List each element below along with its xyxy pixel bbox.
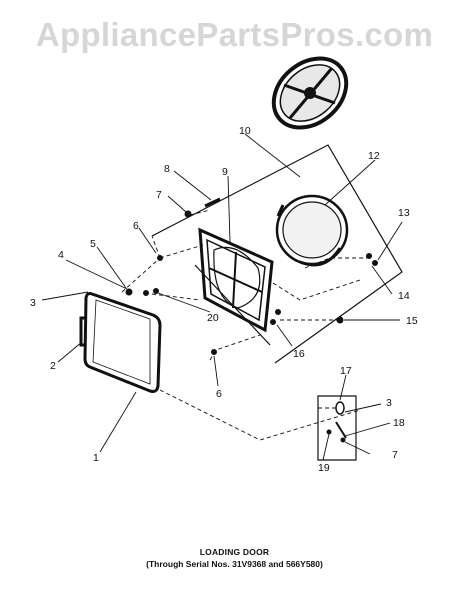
- hinge-detail-inset: [317, 395, 357, 461]
- callout-labels: 1 2 3 4 5 6 7 8 9 10 12 13 14 15 16 20 6…: [30, 125, 418, 474]
- callout-2: 2: [50, 360, 56, 372]
- callout-3-inset: 3: [386, 397, 392, 409]
- leader-lines: [41, 133, 403, 461]
- callout-20: 20: [207, 312, 219, 324]
- callout-16: 16: [293, 348, 305, 360]
- callout-4: 4: [58, 249, 64, 261]
- callout-3: 3: [30, 297, 36, 309]
- loading-door-panel: [79, 292, 162, 393]
- callout-8: 8: [164, 163, 170, 175]
- callout-9: 9: [222, 166, 228, 178]
- door-seal-frame: [198, 227, 274, 333]
- callout-17: 17: [340, 365, 352, 377]
- callout-1: 1: [93, 452, 99, 464]
- watermark-appliancepartspros: AppliancePartsPros.com: [35, 16, 434, 53]
- callout-15: 15: [406, 315, 418, 327]
- callout-19: 19: [318, 462, 330, 474]
- callout-6-lower: 6: [216, 388, 222, 400]
- callout-18: 18: [393, 417, 405, 429]
- door-frame-outline: [151, 144, 403, 364]
- callout-5: 5: [90, 238, 96, 250]
- callout-13: 13: [398, 207, 410, 219]
- callout-7-inset: 7: [392, 449, 398, 461]
- diagram-title: LOADING DOOR: [199, 547, 270, 557]
- filter-screen: [271, 56, 349, 130]
- hardware-fasteners: [125, 197, 378, 355]
- assembly-dashed-lines: [121, 209, 370, 441]
- callout-7: 7: [156, 189, 162, 201]
- callout-12: 12: [368, 150, 380, 162]
- callout-6: 6: [133, 220, 139, 232]
- door-window-ring: [275, 194, 349, 267]
- callout-14: 14: [398, 290, 410, 302]
- diagram-subtitle: (Through Serial Nos. 31V9368 and 566Y580…: [146, 559, 323, 569]
- callout-10: 10: [239, 125, 251, 137]
